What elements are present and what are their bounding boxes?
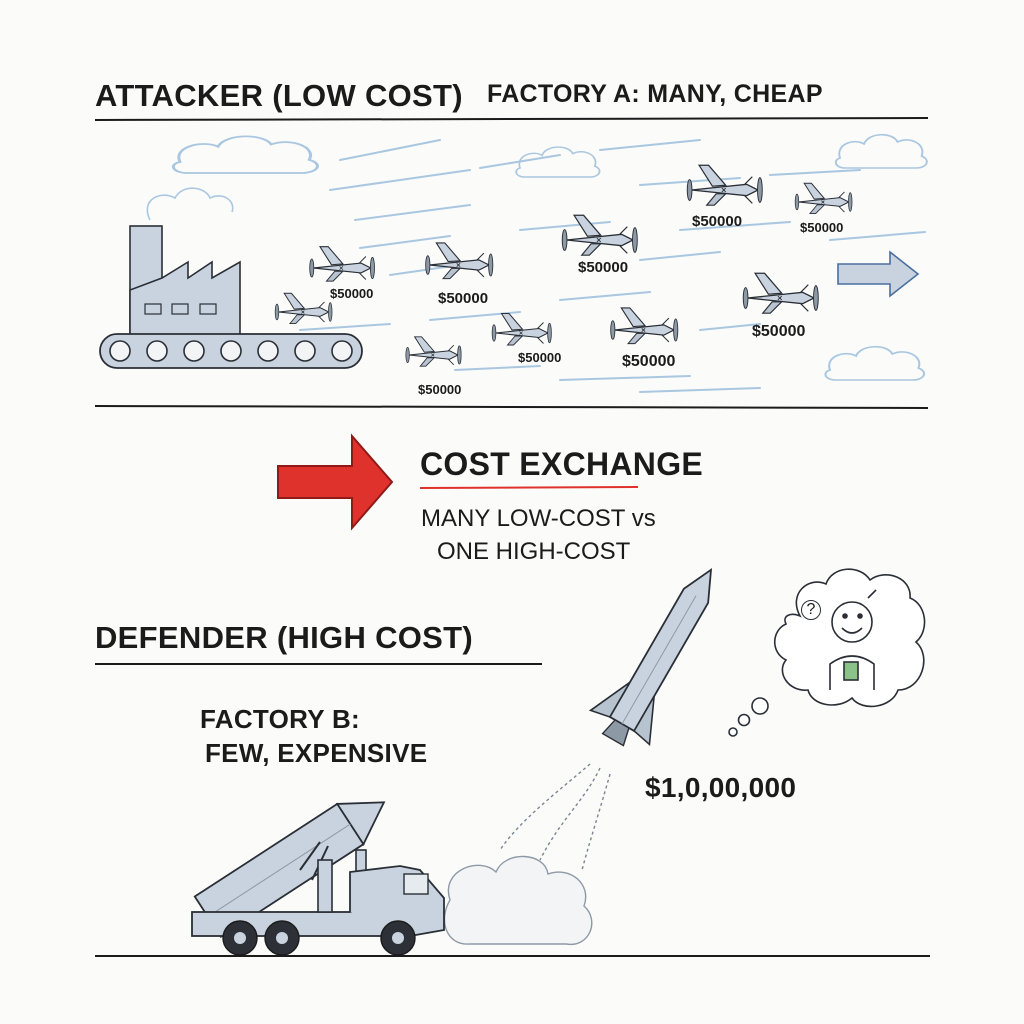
drone-price-label: $50000 (752, 323, 806, 340)
exhaust-trail (499, 763, 611, 871)
missile-icon (588, 567, 713, 747)
drone-icon (794, 182, 853, 215)
drone-price-label: $50000 (330, 286, 374, 301)
drone-price-label: $50000 (438, 290, 489, 307)
cost-exchange-line2: ONE HIGH-COST (437, 538, 631, 565)
drone-price-label: $50000 (518, 350, 562, 365)
conveyor-icon (99, 333, 363, 369)
drone-price-label: $50000 (692, 213, 743, 230)
arrow-right-icon (277, 433, 394, 531)
factory-smoke (146, 187, 234, 221)
person-icon (829, 589, 877, 690)
drone-price-label: $50000 (622, 353, 676, 370)
smoke-cloud (443, 855, 593, 945)
factory-b-line2: FEW, EXPENSIVE (205, 738, 428, 768)
drone-icon (561, 214, 638, 256)
launcher-truck-icon (191, 801, 445, 956)
attacker-heading: ATTACKER (LOW COST) (95, 78, 463, 113)
drone-price-label: $50000 (578, 259, 629, 276)
thought-bubble-icon (728, 568, 926, 737)
missile-price-label: $1,0,00,000 (645, 772, 797, 803)
drone-icon (610, 307, 679, 345)
factory-icon (129, 225, 241, 337)
cloud-icon (171, 134, 320, 175)
question-mark-icon: ? (801, 600, 821, 620)
exchange-underline (419, 486, 639, 489)
defender-heading: DEFENDER (HIGH COST) (95, 620, 473, 655)
drone-price-label: $50000 (418, 382, 462, 397)
drone-icon (742, 272, 819, 314)
cloud-icon (824, 345, 926, 382)
drone-icon (309, 246, 376, 282)
drone-price-label: $50000 (800, 220, 844, 235)
attacker-bottom-rule (94, 405, 929, 409)
factory-b-line1: FACTORY B: (200, 704, 360, 734)
drone-icon (491, 312, 552, 346)
drone-icon (405, 336, 462, 367)
drone-icon (425, 242, 494, 280)
cloud-icon (515, 146, 601, 178)
cloud-icon (834, 133, 928, 169)
arrow-right-icon (837, 250, 920, 298)
cost-exchange-title: COST EXCHANGE (420, 446, 704, 482)
drone-icon (274, 292, 333, 325)
attacker-top-rule (94, 117, 929, 121)
wind-lines (299, 139, 926, 393)
cost-exchange-line1: MANY LOW-COST vs (421, 505, 656, 532)
factory-a-label: FACTORY A: MANY, CHEAP (487, 80, 823, 108)
drone-icon (686, 164, 763, 206)
